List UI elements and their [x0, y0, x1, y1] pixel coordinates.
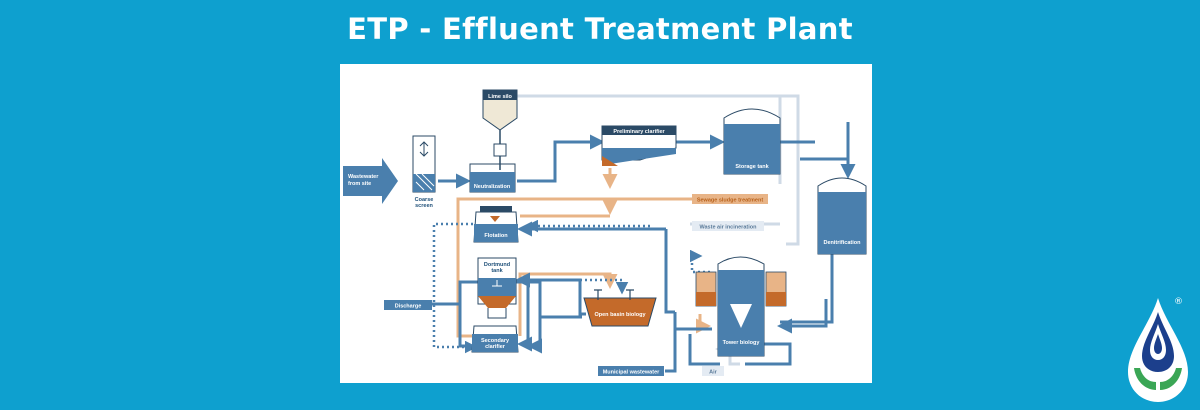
waste-air-incineration-box: Waste air incineration	[692, 221, 764, 231]
denitrification-tank: Denitrification	[817, 177, 867, 255]
discharge-box: Discharge	[384, 300, 432, 310]
lime-silo-label: Lime silo	[488, 94, 512, 100]
municipal-wastewater-box: Municipal wastewater	[598, 366, 664, 376]
storage-tank-label: Storage tank	[735, 164, 769, 170]
denitrification-label: Denitrification	[824, 240, 862, 246]
flotation-label: Flotation	[484, 233, 508, 239]
registered-mark: ®	[1174, 297, 1183, 307]
tower-biology-label: Tower biology	[723, 340, 761, 346]
preliminary-clarifier-label: Preliminary clarifier	[613, 129, 665, 135]
storage-tank: Storage tank	[723, 108, 781, 175]
tower-biology: Tower biology	[717, 256, 765, 357]
sewage-sludge-treatment-label: Sewage sludge treatment	[697, 198, 763, 204]
neutralization-tank: Neutralization	[469, 156, 516, 193]
open-basin-biology-label: Open basin biology	[594, 312, 646, 318]
lime-silo: Lime silo	[482, 89, 518, 157]
water-drop-hands-icon: ®	[1128, 297, 1188, 402]
flotation-unit: Flotation	[473, 206, 519, 243]
tower-side-tanks	[695, 271, 787, 307]
page-title: ETP - Effluent Treatment Plant	[347, 12, 853, 46]
neutralization-label: Neutralization	[474, 184, 511, 190]
municipal-wastewater-label: Municipal wastewater	[603, 370, 660, 376]
air-box: Air	[702, 366, 724, 376]
dotted-lines	[432, 219, 710, 354]
sewage-sludge-treatment-box: Sewage sludge treatment	[692, 194, 768, 204]
company-logo: ®	[1122, 290, 1194, 406]
air-label: Air	[709, 370, 718, 376]
waste-air-incineration-label: Waste air incineration	[700, 225, 758, 231]
open-basin-biology: Open basin biology	[583, 289, 657, 327]
discharge-label: Discharge	[395, 304, 422, 310]
preliminary-clarifier: Preliminary clarifier	[601, 125, 677, 166]
water-lines	[432, 122, 856, 373]
